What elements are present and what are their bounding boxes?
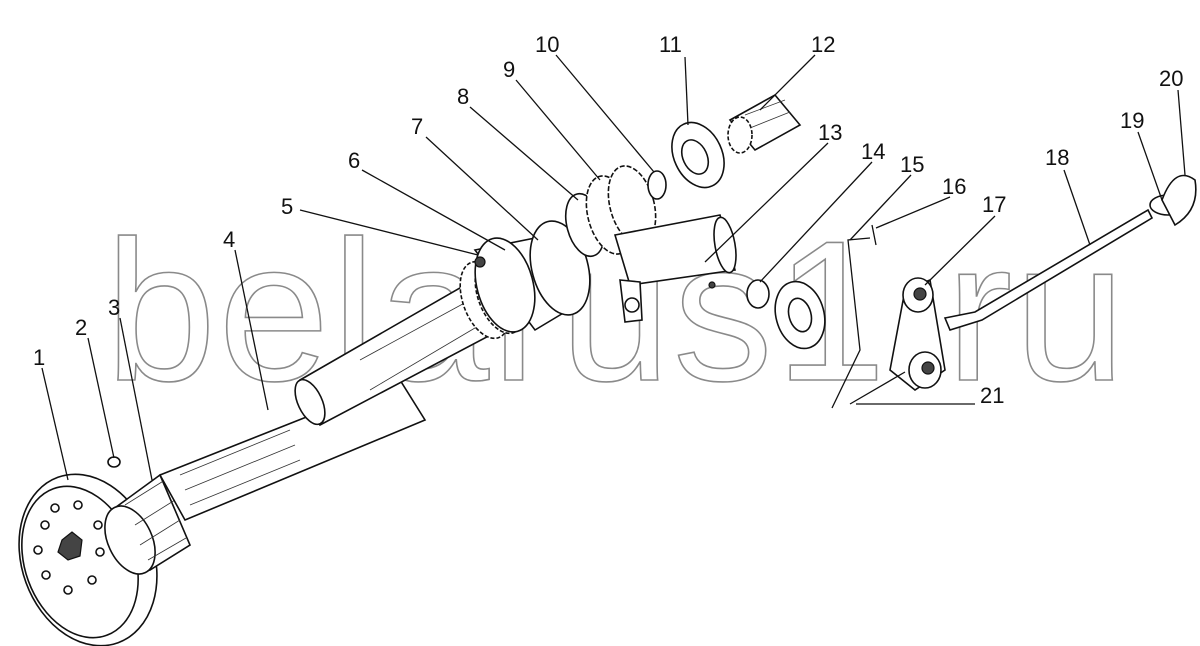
label-18: 18 [1045, 145, 1069, 170]
part-17-crank-arm [889, 277, 946, 391]
label-2: 2 [75, 315, 87, 340]
label-16: 16 [942, 174, 966, 199]
label-9: 9 [503, 57, 515, 82]
label-15: 15 [900, 152, 924, 177]
label-10: 10 [535, 32, 559, 57]
label-19: 19 [1120, 108, 1144, 133]
label-20: 20 [1159, 66, 1183, 91]
label-1: 1 [33, 345, 45, 370]
part-15-spring [831, 237, 871, 409]
label-6: 6 [348, 148, 360, 173]
part-4-shaft [158, 283, 502, 522]
part-12-bushing [727, 93, 802, 154]
label-5: 5 [281, 194, 293, 219]
label-8: 8 [457, 84, 469, 109]
part-10-ring [647, 170, 667, 200]
label-13: 13 [818, 120, 842, 145]
part-2-screw [107, 456, 121, 468]
label-14: 14 [861, 139, 885, 164]
leader-lines [41, 54, 1186, 481]
label-21: 21 [980, 383, 1004, 408]
label-3: 3 [108, 295, 120, 320]
label-17: 17 [982, 192, 1006, 217]
part-18-rod [943, 174, 1197, 331]
label-11: 11 [659, 32, 682, 57]
part-3-splined-hub [104, 473, 192, 575]
label-4: 4 [223, 227, 235, 252]
part-16-pin [871, 224, 877, 246]
label-7: 7 [411, 114, 423, 139]
label-12: 12 [811, 32, 835, 57]
part-11-washer [671, 121, 725, 189]
part-13-lever-shaft [613, 214, 737, 323]
part-14-seal-bearing [746, 279, 826, 350]
part-21-pin [849, 371, 906, 405]
